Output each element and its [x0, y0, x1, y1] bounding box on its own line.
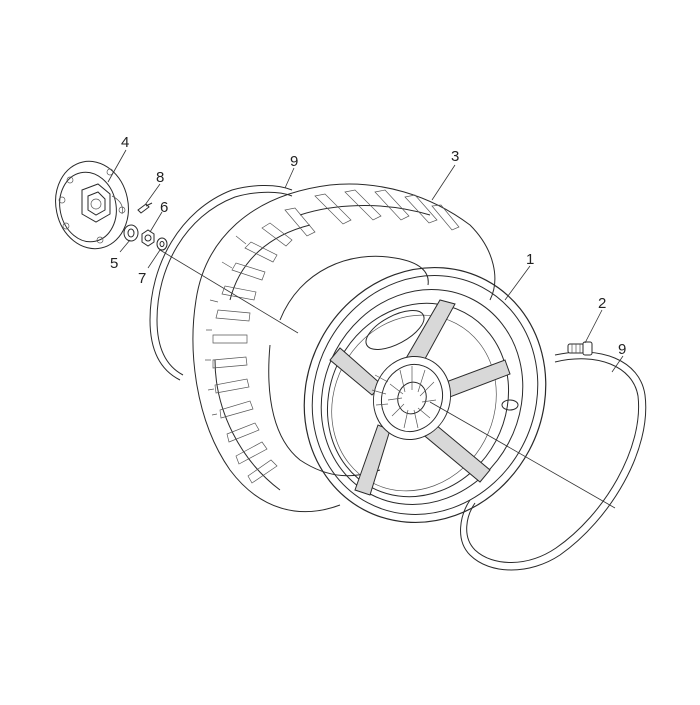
- callout-9b: 9: [618, 341, 626, 358]
- callout-2: 2: [598, 295, 606, 312]
- callout-labels: 4 8 6 5 7 9 3 1 2 9: [110, 134, 626, 358]
- spacer-washer: [123, 224, 139, 242]
- callout-9a: 9: [290, 153, 298, 170]
- callout-8: 8: [156, 169, 164, 186]
- leader-lines: [107, 149, 624, 509]
- callout-1: 1: [526, 251, 534, 268]
- callout-4: 4: [121, 134, 129, 151]
- wheel-rim: [303, 266, 547, 524]
- snap-ring-left: [149, 185, 293, 381]
- callout-3: 3: [451, 148, 459, 165]
- cotter-pin: [137, 202, 153, 214]
- lock-washer: [156, 237, 168, 251]
- callout-7: 7: [138, 270, 146, 287]
- hub-flange: [55, 160, 129, 250]
- callout-5: 5: [110, 255, 118, 272]
- callout-6: 6: [160, 199, 168, 216]
- snap-ring-right: [460, 351, 647, 571]
- tread-pattern: [205, 189, 460, 484]
- tire: [192, 183, 496, 512]
- tire-valve: [567, 341, 593, 356]
- axle-nut: [141, 229, 155, 247]
